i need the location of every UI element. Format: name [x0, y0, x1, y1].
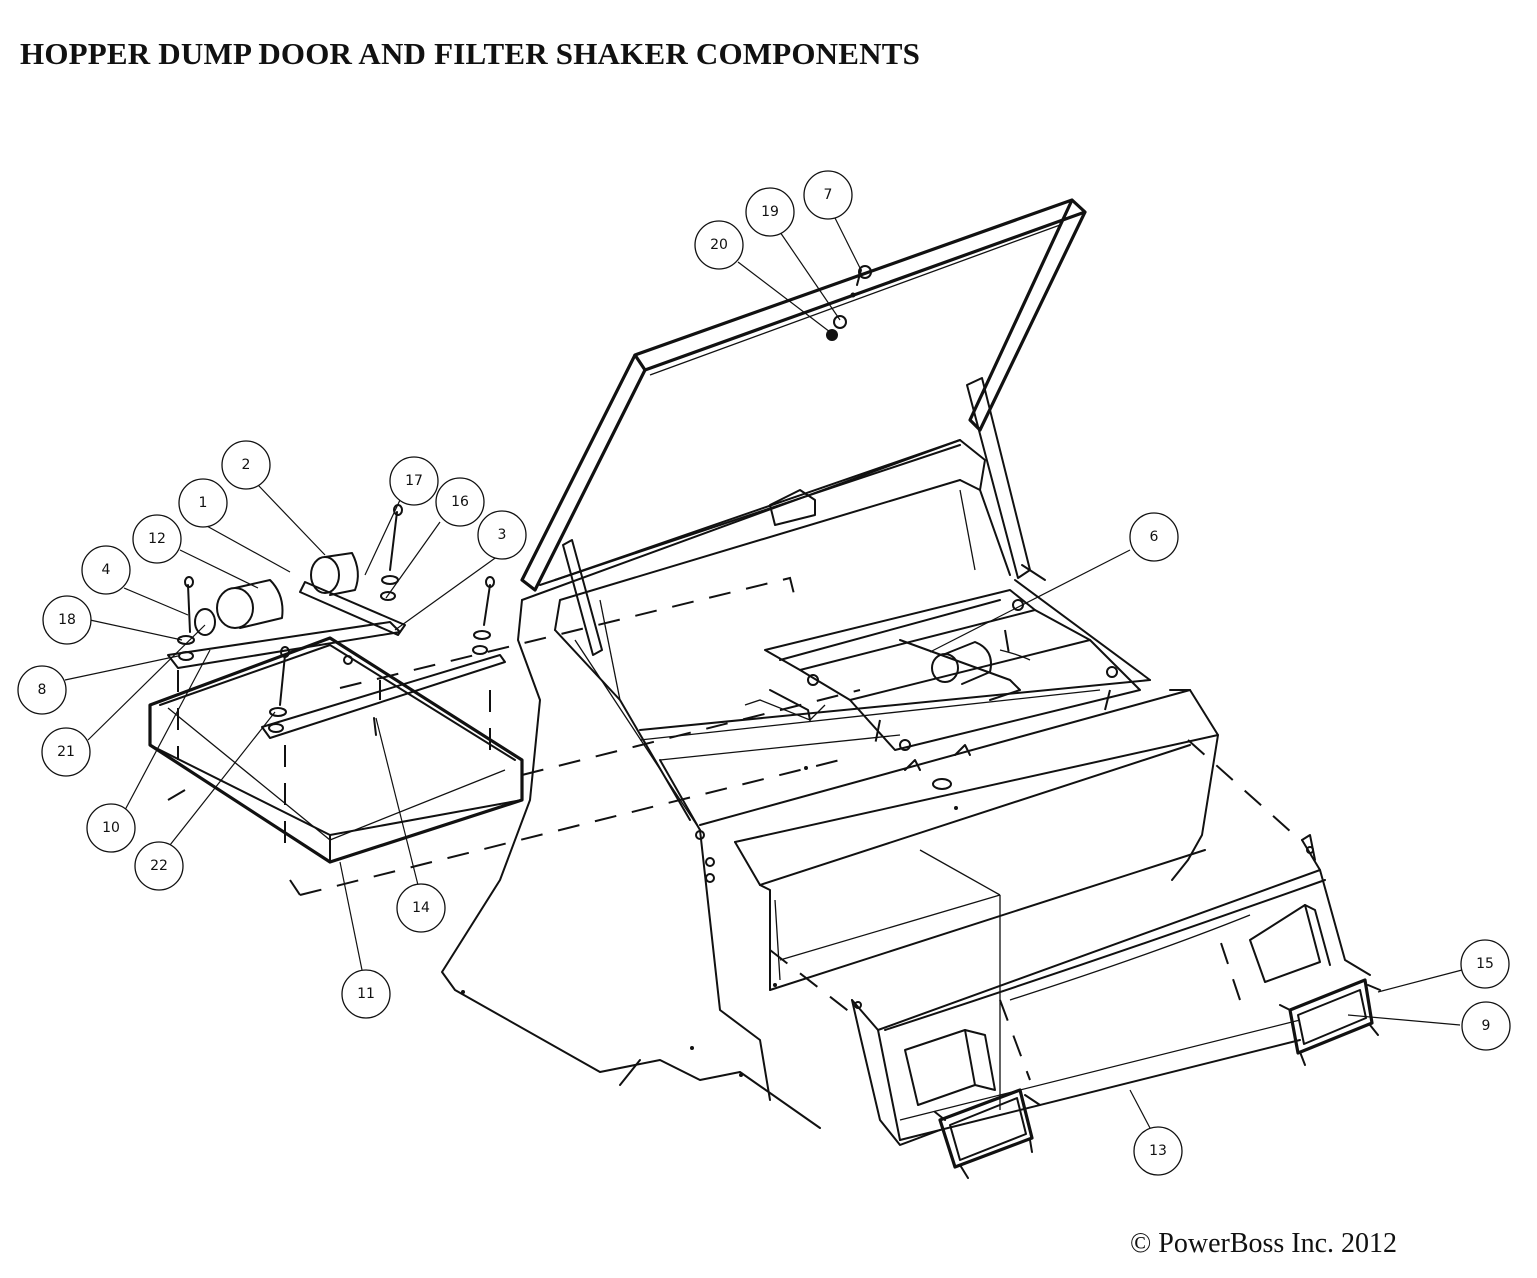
svg-text:21: 21 [57, 744, 75, 760]
svg-text:17: 17 [405, 473, 423, 489]
svg-text:6: 6 [1150, 529, 1159, 545]
svg-text:10: 10 [102, 820, 120, 836]
svg-text:1: 1 [199, 495, 208, 511]
callout-6: 6 [1129, 512, 1179, 562]
callout-11: 11 [341, 969, 391, 1019]
alignment-dashes [167, 576, 1301, 1081]
callout-19: 19 [745, 187, 795, 237]
svg-text:13: 13 [1149, 1143, 1167, 1159]
callout-12: 12 [132, 514, 182, 564]
callout-21: 21 [41, 727, 91, 777]
shaker-assembly [148, 504, 524, 864]
svg-text:18: 18 [58, 612, 76, 628]
callout-20: 20 [694, 220, 744, 270]
dump-door [520, 198, 1087, 656]
callout-14: 14 [396, 883, 446, 933]
page-title: HOPPER DUMP DOOR AND FILTER SHAKER COMPO… [20, 36, 921, 71]
callout-18: 18 [42, 595, 92, 645]
callout-10: 10 [86, 803, 136, 853]
svg-text:19: 19 [761, 204, 779, 220]
callout-8: 8 [17, 665, 67, 715]
svg-text:3: 3 [498, 527, 507, 543]
callout-4: 4 [81, 545, 131, 595]
svg-text:11: 11 [357, 986, 375, 1002]
svg-text:20: 20 [710, 237, 728, 253]
callout-15: 15 [1460, 939, 1510, 989]
svg-text:14: 14 [412, 900, 430, 916]
callout-3: 3 [477, 510, 527, 560]
callout-13: 13 [1133, 1126, 1183, 1176]
front-panel-13 [851, 834, 1381, 1179]
copyright-notice: © PowerBoss Inc. 2012 [1130, 1228, 1398, 1259]
callout-9: 9 [1461, 1001, 1511, 1051]
callout-22: 22 [134, 841, 184, 891]
svg-text:2: 2 [242, 457, 251, 473]
callout-leaders [64, 217, 1463, 1129]
svg-text:12: 12 [148, 531, 166, 547]
hopper-body [441, 439, 1219, 1129]
svg-text:9: 9 [1482, 1018, 1491, 1034]
callout-1: 1 [178, 478, 228, 528]
svg-text:22: 22 [150, 858, 168, 874]
callout-7: 7 [803, 170, 853, 220]
svg-text:16: 16 [451, 494, 469, 510]
callout-2: 2 [221, 440, 271, 490]
svg-text:7: 7 [824, 187, 833, 203]
svg-text:8: 8 [38, 682, 47, 698]
svg-text:4: 4 [102, 562, 111, 578]
callout-17: 17 [389, 456, 439, 506]
svg-text:15: 15 [1476, 956, 1494, 972]
callout-16: 16 [435, 477, 485, 527]
